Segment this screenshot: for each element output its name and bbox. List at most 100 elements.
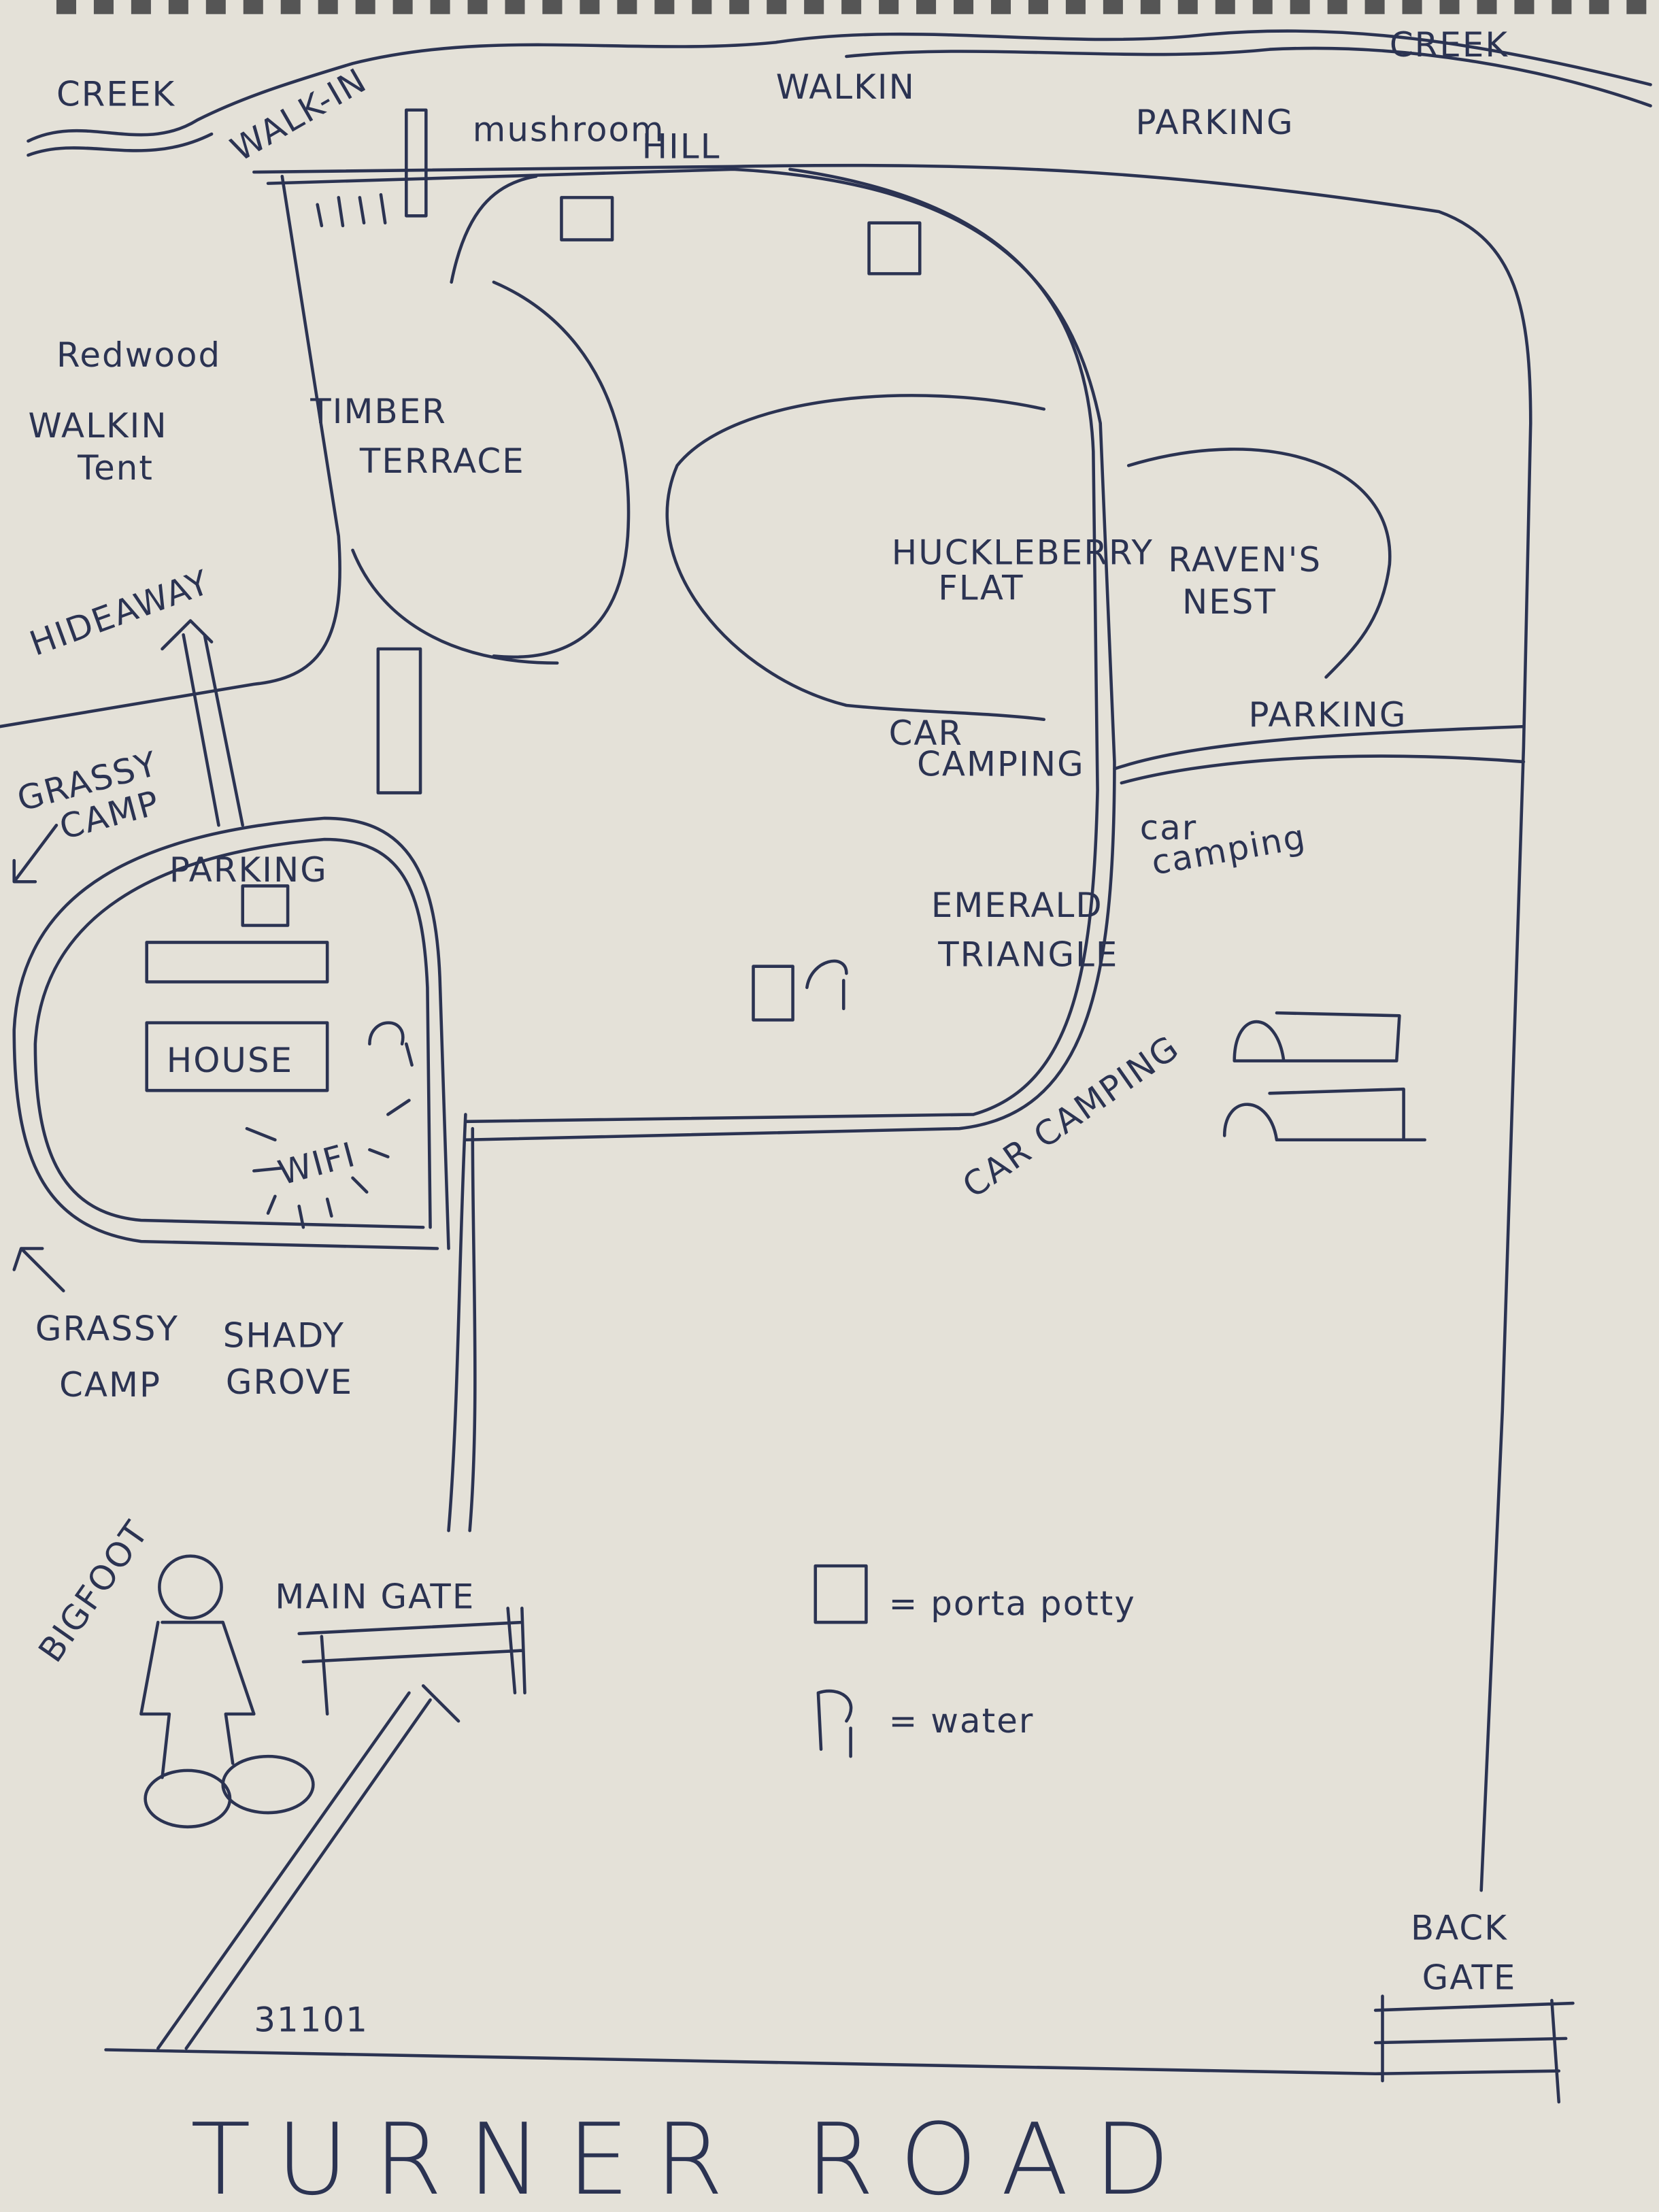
spiral-ring — [841, 0, 862, 14]
walk-in-tents — [316, 192, 387, 228]
address-label: 31101 — [254, 2000, 369, 2040]
entry-drive — [156, 1684, 460, 2050]
car-camping-label: CAR — [889, 714, 964, 753]
redwood-label: Redwood — [56, 335, 221, 375]
ravens-nest-label: RAVEN'S — [1168, 540, 1322, 580]
huckleberry-flat-area — [665, 394, 1046, 722]
back-gate-label: BACK — [1411, 1909, 1508, 1948]
spiral-ring — [879, 0, 899, 14]
hideaway-arrow — [161, 619, 245, 827]
walk-in-label: WALK-IN — [224, 61, 374, 169]
spiral-ring — [1215, 0, 1235, 14]
back-gate — [1373, 1994, 1575, 2104]
spiral-ring — [205, 0, 226, 14]
spiral-ring — [580, 0, 600, 14]
emerald-triangle-label: TRIANGLE — [937, 935, 1118, 975]
spiral-ring — [1177, 0, 1198, 14]
ravens-nest-label: NEST — [1182, 582, 1277, 622]
porta-potty-icon — [814, 1564, 868, 1624]
wifi-label: WIFI — [274, 1135, 361, 1193]
spiral-ring — [692, 0, 712, 14]
spiral-ring — [954, 0, 974, 14]
spiral-ring — [131, 0, 151, 14]
main-gate-label: MAIN GATE — [275, 1577, 475, 1616]
spiral-ring — [280, 0, 301, 14]
top-road — [266, 167, 1116, 1142]
walk-in-structure — [405, 108, 428, 218]
timber-terrace-label: TERRACE — [359, 441, 525, 481]
grassy-camp-label: CAMP — [59, 1365, 161, 1405]
spiral-ring — [1514, 0, 1535, 14]
mushroom-hill-label: mushroom — [473, 110, 665, 149]
spiral-ring — [916, 0, 937, 14]
redwood-label: Tent — [77, 448, 154, 488]
spiral-ring — [1252, 0, 1273, 14]
house-building — [145, 1021, 329, 1092]
parking-label: PARKING — [1248, 695, 1407, 735]
spiral-ring — [93, 0, 114, 14]
spiral-ring — [1290, 0, 1310, 14]
spiral-ring — [1477, 0, 1497, 14]
porta-potty-icon — [752, 965, 794, 1022]
spiral-ring — [1589, 0, 1609, 14]
spiral-ring — [318, 0, 338, 14]
shady-grove-label: GROVE — [226, 1362, 353, 1402]
spiral-ring — [1402, 0, 1422, 14]
spiral-ring — [467, 0, 488, 14]
back-gate-label: GATE — [1422, 1958, 1517, 1997]
walkin-label: WALKIN — [776, 67, 916, 107]
entrance-road — [447, 1113, 477, 1532]
spiral-ring — [168, 0, 188, 14]
spiral-ring — [505, 0, 525, 14]
spiral-ring — [56, 0, 76, 14]
house-loop-road — [12, 816, 450, 1250]
spiral-ring — [1439, 0, 1460, 14]
parking-label: PARKING — [1136, 103, 1294, 142]
spiral-ring — [430, 0, 450, 14]
west-road — [0, 174, 341, 728]
top-road — [252, 163, 1532, 1892]
car-camping-label: car — [1140, 808, 1198, 848]
spiral-ring — [617, 0, 637, 14]
spiral-ring — [1327, 0, 1347, 14]
huckleberry-flat-label: HUCKLEBERRY — [892, 533, 1154, 573]
redwood-label: WALKIN — [28, 406, 167, 446]
emerald-triangle-label: EMERALD — [931, 886, 1103, 925]
water-icon — [805, 959, 848, 1011]
bigfoot-label: BIGFOOT — [31, 1513, 156, 1669]
car-camping-label: CAMPING — [917, 745, 1085, 784]
spiral-ring — [1103, 0, 1123, 14]
bigfoot-figure — [139, 1554, 315, 1829]
spiral-ring — [1552, 0, 1572, 14]
spiral-ring — [990, 0, 1011, 14]
spiral-ring — [1028, 0, 1048, 14]
spiral-ring — [1065, 0, 1086, 14]
building — [145, 941, 329, 984]
turner-road-line — [104, 2048, 1377, 2076]
creek-label: CREEK — [56, 75, 175, 114]
grassy-camp-arrow — [12, 823, 58, 884]
main-gate — [297, 1607, 526, 1716]
spiral-ring — [542, 0, 563, 14]
connector-road — [1113, 724, 1526, 785]
spiral-binding — [56, 0, 1647, 14]
creek-line — [27, 46, 1652, 157]
house-label: HOUSE — [167, 1041, 293, 1080]
spiral-ring — [1364, 0, 1385, 14]
spiral-ring — [729, 0, 750, 14]
grassy-camp-label: GRASSY — [35, 1309, 179, 1348]
water-icon — [368, 1021, 414, 1067]
grassy-camp-arrow — [12, 1247, 65, 1292]
porta-potty-icon — [867, 221, 922, 275]
spiral-ring — [1626, 0, 1647, 14]
timber-terrace-label: TIMBER — [309, 392, 447, 431]
cabin — [1233, 1011, 1401, 1062]
water-icon — [816, 1689, 853, 1758]
cabin — [1222, 1087, 1427, 1142]
spiral-ring — [243, 0, 263, 14]
creek-label: CREEK — [1390, 25, 1509, 65]
wifi-signal-icon — [245, 1099, 411, 1229]
timber-terrace-area — [351, 174, 631, 665]
